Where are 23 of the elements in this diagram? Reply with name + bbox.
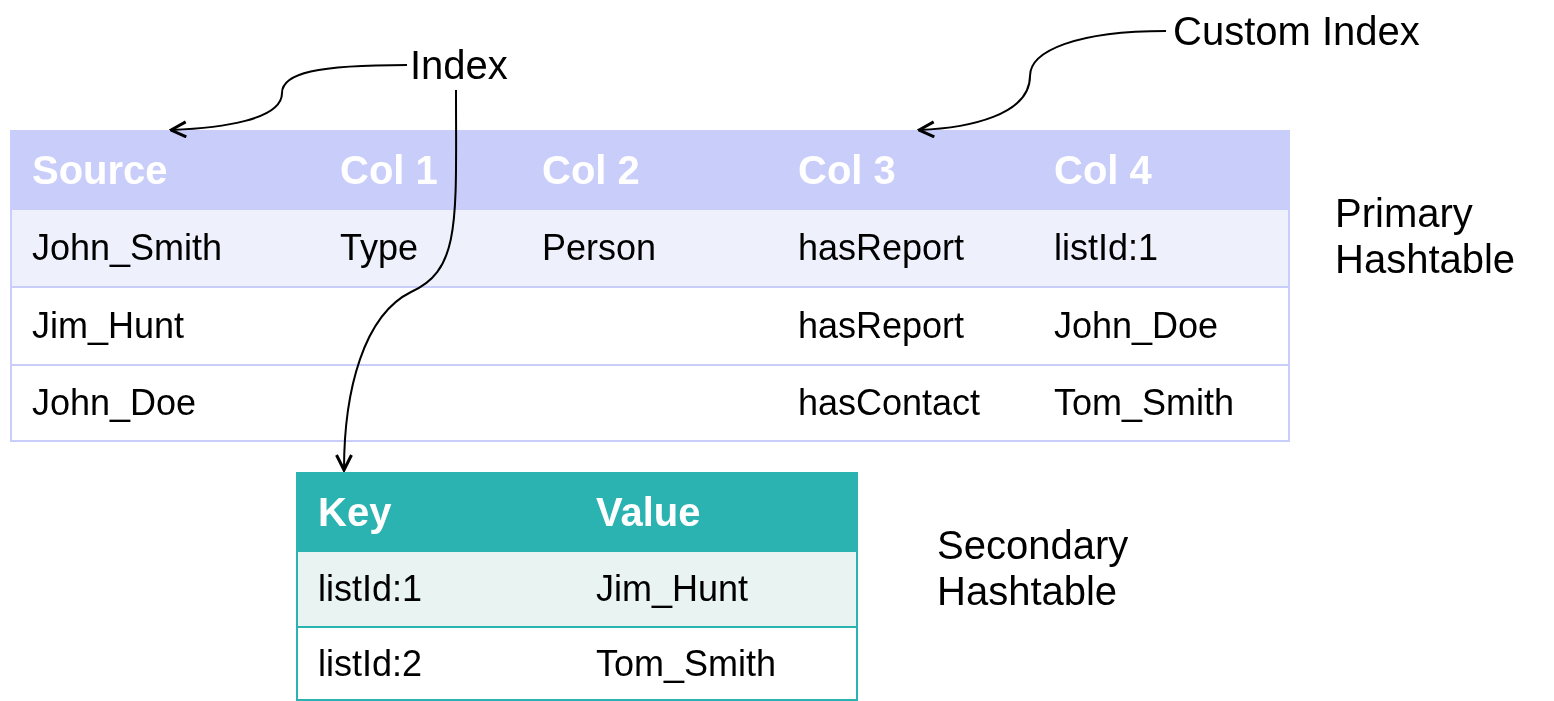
table-cell: Type: [320, 208, 522, 286]
table-cell: John_Smith: [10, 208, 320, 286]
table-cell: hasReport: [778, 208, 1034, 286]
table-cell: listId:1: [1034, 208, 1290, 286]
column-header: Key: [296, 472, 576, 550]
index-label: Index: [410, 42, 508, 88]
table-name: Primary Hashtable: [1335, 190, 1517, 282]
table-cell: John_Doe: [1034, 286, 1290, 364]
leader-arrow: [917, 30, 1167, 139]
table-cell: Tom_Smith: [576, 626, 858, 701]
column-header: Value: [576, 472, 858, 550]
table-cell: Person: [522, 208, 778, 286]
table-cell: listId:1: [296, 550, 576, 626]
table-cell: hasContact: [778, 364, 1034, 442]
table-name: Secondary Hashtable: [937, 522, 1130, 614]
table-cell: Jim_Hunt: [576, 550, 858, 626]
table-cell: Jim_Hunt: [10, 286, 320, 364]
leader-arrow: [169, 64, 408, 139]
table-cell: listId:2: [296, 626, 576, 701]
index-label: Custom Index: [1173, 8, 1420, 54]
leader-arrow: [335, 89, 458, 472]
table-cell: John_Doe: [10, 364, 320, 442]
table-cell: Tom_Smith: [1034, 364, 1290, 442]
